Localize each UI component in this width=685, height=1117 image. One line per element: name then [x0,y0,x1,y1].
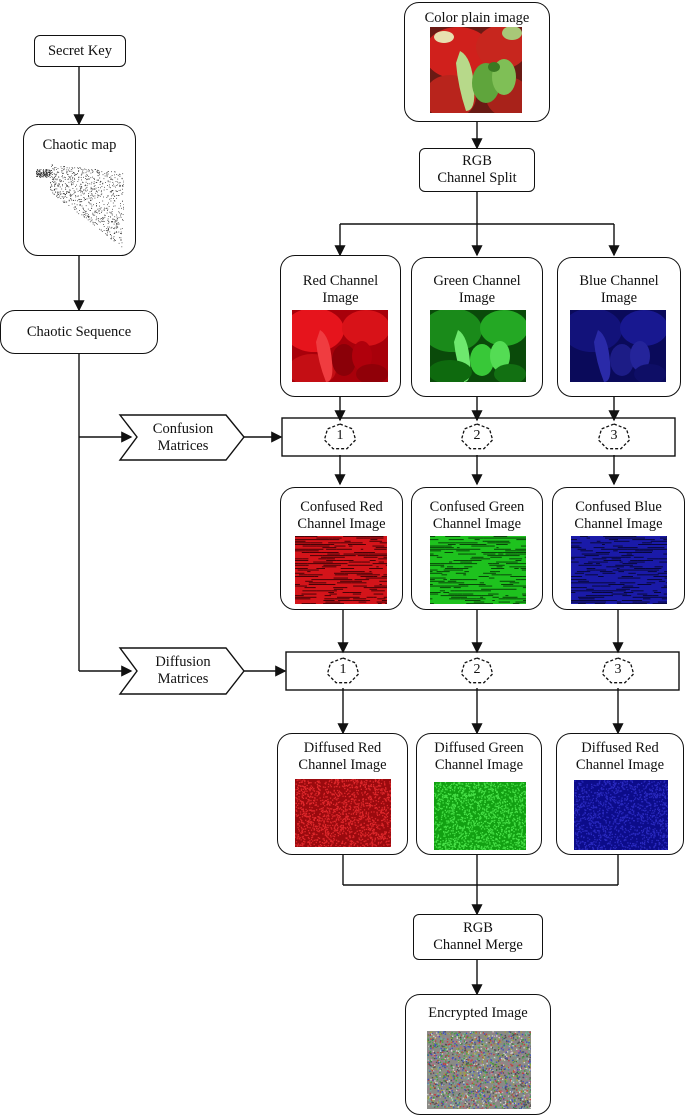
confusion-marker-3 [597,423,631,450]
confused-red-box: Confused Red Channel Image [280,487,403,610]
secret-key-label: Secret Key [47,43,112,59]
diffused-green-label: Diffused Green Channel Image [434,740,524,773]
encrypted-label: Encrypted Image [428,1005,528,1021]
bifurcation-image [36,164,124,248]
confusion-tag-shape [118,414,245,461]
confused-blue-box: Confused Blue Channel Image [552,487,685,610]
diffusion-marker-number-1: 1 [339,662,347,677]
confused-blue-label: Confused Blue Channel Image [574,499,663,532]
diffusion-marker-1 [326,657,360,684]
confusion-marker-1 [323,423,357,450]
red-channel-box: Red Channel Image [280,255,401,397]
chaotic-sequence-label: Chaotic Sequence [26,324,132,340]
green-channel-box: Green Channel Image [411,257,543,397]
diffused-green-box: Diffused Green Channel Image [416,733,542,855]
confusion-marker-number-2: 2 [473,428,481,443]
confusion-marker-2 [460,423,494,450]
color-plain-image-box: Color plain image [404,2,550,122]
diffused-blue-box: Diffused Red Channel Image [556,733,684,855]
confused-green-box: Confused Green Channel Image [411,487,543,610]
rgb-merge-label: RGB Channel Merge [433,920,523,953]
confusion-bar [281,417,676,457]
confused-green-label: Confused Green Channel Image [429,499,525,532]
confusion-matrices-label: Confusion Matrices [152,421,214,454]
confusion-marker-number-3: 3 [610,428,618,443]
confusion-marker-number-1: 1 [336,428,344,443]
red-channel-label: Red Channel Image [302,273,379,306]
diffused-green-image [434,782,526,850]
chaotic-sequence-box: Chaotic Sequence [0,310,158,354]
chaotic-map-label: Chaotic map [42,137,117,153]
diffusion-marker-number-3: 3 [614,662,622,677]
green-channel-label: Green Channel Image [433,273,521,306]
diffusion-bar [285,651,680,691]
diffused-red-label: Diffused Red Channel Image [298,740,387,773]
confused-green-image [430,536,526,604]
rgb-merge-box: RGB Channel Merge [413,914,543,960]
color-plain-label: Color plain image [424,10,530,26]
rgb-split-box: RGB Channel Split [419,148,535,192]
diffusion-matrices-label: Diffusion Matrices [155,654,211,687]
blue-channel-image [570,310,666,382]
peppers-image [430,27,522,113]
encrypted-image [427,1031,531,1109]
diffused-blue-image [574,780,668,850]
rgb-split-label: RGB Channel Split [437,153,517,186]
diffused-red-image [295,779,391,847]
diffused-red-box: Diffused Red Channel Image [277,733,408,855]
confused-red-label: Confused Red Channel Image [297,499,386,532]
diffusion-tag-shape [118,647,245,695]
blue-channel-box: Blue Channel Image [557,257,681,397]
red-channel-image [292,310,388,382]
green-channel-image [430,310,526,382]
diffusion-marker-number-2: 2 [473,662,481,677]
confused-red-image [295,536,387,604]
diffused-blue-label: Diffused Red Channel Image [575,740,665,773]
encrypted-image-box: Encrypted Image [405,994,551,1115]
diffusion-marker-2 [460,657,494,684]
chaotic-map-box: Chaotic map [23,124,136,256]
blue-channel-label: Blue Channel Image [579,273,659,306]
confused-blue-image [571,536,667,604]
diffusion-marker-3 [601,657,635,684]
secret-key-box: Secret Key [34,35,126,67]
